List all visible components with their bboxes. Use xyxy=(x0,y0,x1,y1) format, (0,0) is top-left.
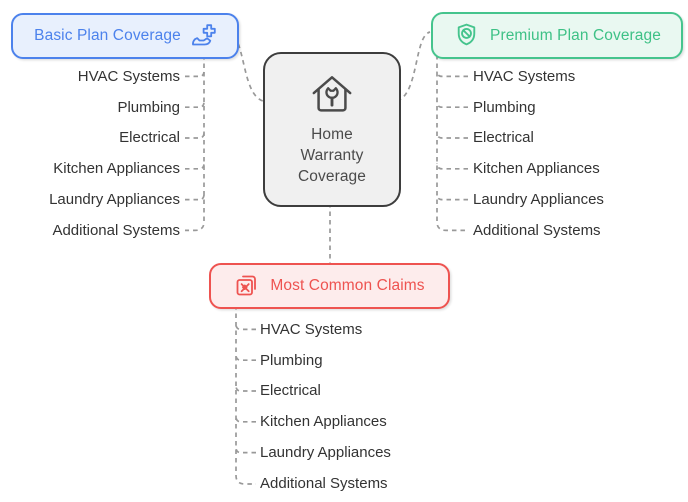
house-wrench-icon xyxy=(306,72,358,118)
connector-claims-stub xyxy=(235,323,256,331)
node-basic-plan-coverage: Basic Plan Coverage xyxy=(11,13,239,59)
list-item: Additional Systems xyxy=(52,221,180,239)
connector-claims-stub xyxy=(235,447,256,454)
list-item: Kitchen Appliances xyxy=(260,413,387,431)
connector-basic-stub xyxy=(185,163,205,170)
list-item: Plumbing xyxy=(473,98,536,116)
hand-plus-icon xyxy=(190,23,216,49)
claims-item-list: HVAC Systems Plumbing Electrical Kitchen… xyxy=(260,314,480,499)
connector-premium-stub xyxy=(436,194,468,201)
list-item: Plumbing xyxy=(117,98,180,116)
list-item: Additional Systems xyxy=(260,474,388,492)
connector-premium-stub xyxy=(436,163,468,170)
center-label-line: Home xyxy=(311,126,353,143)
list-item: Plumbing xyxy=(260,351,323,369)
connector-basic-stub xyxy=(185,70,205,78)
connector-basic-stub xyxy=(185,101,205,109)
list-item: Laundry Appliances xyxy=(260,444,391,462)
list-item: Electrical xyxy=(473,129,534,147)
center-label-line: Coverage xyxy=(297,168,366,185)
list-item: Laundry Appliances xyxy=(473,191,604,209)
shield-icon xyxy=(453,22,480,49)
basic-plan-item-list: HVAC Systems Plumbing Electrical Kitchen… xyxy=(0,61,180,246)
claims-documents-icon xyxy=(234,273,260,299)
list-item: HVAC Systems xyxy=(260,320,363,338)
list-item: Additional Systems xyxy=(473,221,601,239)
connector-basic-trunk xyxy=(185,55,205,232)
connector-premium-trunk xyxy=(436,55,468,232)
connector-premium-stub xyxy=(436,70,468,78)
connector-claims-stub xyxy=(235,385,256,392)
list-item: Kitchen Appliances xyxy=(473,160,600,178)
node-most-common-claims: Most Common Claims xyxy=(209,263,450,309)
connector-basic-stub xyxy=(185,132,205,139)
list-item: Electrical xyxy=(260,382,321,400)
node-premium-label: Premium Plan Coverage xyxy=(490,26,661,44)
list-item: HVAC Systems xyxy=(77,67,180,85)
node-home-warranty-coverage: Home Warranty Coverage xyxy=(263,52,401,207)
connector-premium-stub xyxy=(436,101,468,109)
list-item: Kitchen Appliances xyxy=(53,160,180,178)
list-item: Electrical xyxy=(119,129,180,147)
premium-plan-item-list: HVAC Systems Plumbing Electrical Kitchen… xyxy=(473,61,683,246)
list-item: HVAC Systems xyxy=(473,67,576,85)
node-basic-label: Basic Plan Coverage xyxy=(34,27,181,44)
connector-claims-stub xyxy=(235,354,256,362)
list-item: Laundry Appliances xyxy=(49,191,180,209)
connector-basic-stub xyxy=(185,194,205,201)
node-claims-label: Most Common Claims xyxy=(270,277,425,294)
connector-center-to-premium xyxy=(396,31,431,102)
node-premium-plan-coverage: Premium Plan Coverage xyxy=(431,12,683,59)
connector-claims-trunk xyxy=(235,305,256,485)
node-center-label: Home Warranty Coverage xyxy=(298,124,366,187)
connector-premium-stub xyxy=(436,132,468,139)
connector-claims-stub xyxy=(235,416,256,423)
center-label-line: Warranty xyxy=(300,147,364,164)
